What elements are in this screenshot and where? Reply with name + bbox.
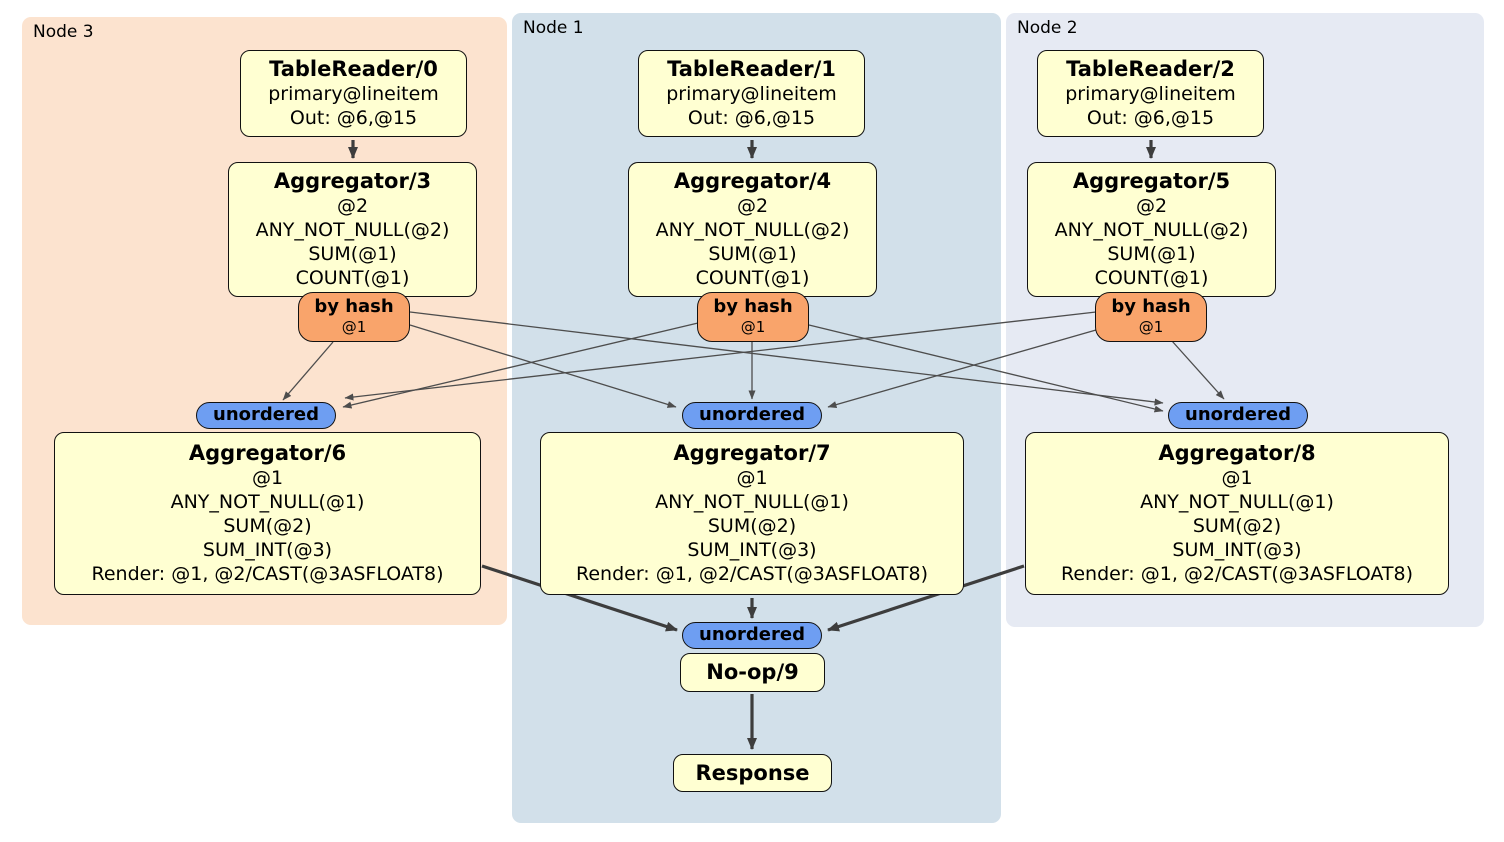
table-reader-2-box: TableReader/2 primary@lineitem Out: @6,@… bbox=[1037, 50, 1264, 137]
box-line: Render: @1, @2/CAST(@3ASFLOAT8) bbox=[91, 563, 444, 585]
router-by-hash-node3: by hash @1 bbox=[298, 292, 410, 342]
box-line: @1 bbox=[1221, 467, 1253, 489]
box-line: COUNT(@1) bbox=[295, 267, 410, 289]
edge-aggregator8-to-final-sync bbox=[827, 564, 1025, 632]
sync-unordered-node2: unordered bbox=[1168, 402, 1308, 429]
box-title: TableReader/1 bbox=[667, 57, 836, 81]
box-title: Aggregator/8 bbox=[1158, 441, 1316, 465]
aggregator-4-box: Aggregator/4 @2 ANY_NOT_NULL(@2) SUM(@1)… bbox=[628, 162, 877, 297]
router-label: by hash bbox=[1111, 296, 1191, 317]
aggregator-3-box: Aggregator/3 @2 ANY_NOT_NULL(@2) SUM(@1)… bbox=[228, 162, 477, 297]
sync-unordered-final: unordered bbox=[682, 622, 822, 649]
sync-label: unordered bbox=[699, 624, 805, 645]
box-line: SUM(@2) bbox=[1192, 515, 1282, 537]
box-title: TableReader/0 bbox=[269, 57, 438, 81]
box-line: Out: @6,@15 bbox=[1086, 107, 1215, 129]
box-line: ANY_NOT_NULL(@1) bbox=[170, 491, 365, 513]
box-line: SUM(@1) bbox=[708, 243, 797, 265]
group-node3-label: Node 3 bbox=[33, 22, 94, 42]
box-line: SUM(@1) bbox=[1107, 243, 1196, 265]
edge-aggregator6-to-final-sync bbox=[481, 564, 678, 632]
edge-router1-to-sync3 bbox=[342, 322, 699, 409]
box-line: ANY_NOT_NULL(@2) bbox=[255, 219, 450, 241]
sync-label: unordered bbox=[213, 404, 319, 425]
box-title: Aggregator/3 bbox=[273, 169, 432, 193]
box-line: primary@lineitem bbox=[1065, 83, 1236, 105]
box-line: Render: @1, @2/CAST(@3ASFLOAT8) bbox=[576, 563, 928, 585]
box-line: ANY_NOT_NULL(@2) bbox=[1054, 219, 1249, 241]
edge-router3-to-sync1 bbox=[409, 324, 677, 408]
box-title: TableReader/2 bbox=[1066, 57, 1235, 81]
group-node1-label: Node 1 bbox=[523, 18, 584, 38]
box-line: @1 bbox=[251, 467, 284, 489]
table-reader-1-box: TableReader/1 primary@lineitem Out: @6,@… bbox=[638, 50, 865, 137]
box-line: Out: @6,@15 bbox=[687, 107, 816, 129]
router-by-hash-node2: by hash @1 bbox=[1095, 292, 1207, 342]
group-node2-label: Node 2 bbox=[1017, 18, 1078, 38]
edge-router1-to-sync2 bbox=[808, 324, 1164, 413]
box-line: @2 bbox=[1135, 195, 1168, 217]
table-reader-0-box: TableReader/0 primary@lineitem Out: @6,@… bbox=[240, 50, 467, 137]
edge-router3-to-sync2 bbox=[409, 311, 1164, 406]
edge-router3-to-sync3 bbox=[282, 341, 334, 401]
sync-unordered-node1: unordered bbox=[682, 402, 822, 429]
box-line: SUM_INT(@3) bbox=[202, 539, 333, 561]
aggregator-6-box: Aggregator/6 @1 ANY_NOT_NULL(@1) SUM(@2)… bbox=[54, 432, 481, 595]
box-line: SUM(@2) bbox=[707, 515, 797, 537]
sync-unordered-node3: unordered bbox=[196, 402, 336, 429]
box-title: Aggregator/4 bbox=[673, 169, 832, 193]
router-detail: @1 bbox=[740, 318, 766, 336]
box-title: Aggregator/5 bbox=[1072, 169, 1231, 193]
edge-router2-to-sync2 bbox=[1171, 340, 1225, 400]
router-label: by hash bbox=[314, 296, 394, 317]
aggregator-8-box: Aggregator/8 @1 ANY_NOT_NULL(@1) SUM(@2)… bbox=[1025, 432, 1449, 595]
router-detail: @1 bbox=[341, 318, 367, 336]
box-line: primary@lineitem bbox=[268, 83, 439, 105]
box-line: SUM_INT(@3) bbox=[687, 539, 817, 561]
response-box: Response bbox=[673, 754, 832, 792]
box-line: Render: @1, @2/CAST(@3ASFLOAT8) bbox=[1061, 563, 1413, 585]
box-line: SUM(@2) bbox=[223, 515, 312, 537]
box-line: SUM(@1) bbox=[308, 243, 397, 265]
router-label: by hash bbox=[713, 296, 793, 317]
router-by-hash-node1: by hash @1 bbox=[697, 292, 809, 342]
edge-router2-to-sync3 bbox=[344, 311, 1097, 401]
box-line: @2 bbox=[736, 195, 769, 217]
box-title: Aggregator/6 bbox=[188, 441, 347, 465]
aggregator-7-box: Aggregator/7 @1 ANY_NOT_NULL(@1) SUM(@2)… bbox=[540, 432, 964, 595]
edge-router2-to-sync1 bbox=[827, 329, 1097, 409]
box-title: Response bbox=[695, 761, 810, 785]
box-line: COUNT(@1) bbox=[695, 267, 810, 289]
box-line: ANY_NOT_NULL(@1) bbox=[1140, 491, 1334, 513]
box-line: SUM_INT(@3) bbox=[1172, 539, 1302, 561]
sync-label: unordered bbox=[1185, 404, 1291, 425]
box-line: ANY_NOT_NULL(@1) bbox=[655, 491, 849, 513]
box-line: COUNT(@1) bbox=[1094, 267, 1209, 289]
aggregator-5-box: Aggregator/5 @2 ANY_NOT_NULL(@2) SUM(@1)… bbox=[1027, 162, 1276, 297]
box-line: ANY_NOT_NULL(@2) bbox=[655, 219, 850, 241]
box-line: Out: @6,@15 bbox=[289, 107, 418, 129]
router-detail: @1 bbox=[1138, 318, 1164, 336]
box-title: No-op/9 bbox=[706, 660, 799, 684]
sync-label: unordered bbox=[699, 404, 805, 425]
box-title: Aggregator/7 bbox=[673, 441, 831, 465]
box-line: @2 bbox=[336, 195, 369, 217]
box-line: primary@lineitem bbox=[666, 83, 837, 105]
box-line: @1 bbox=[736, 467, 768, 489]
noop-9-box: No-op/9 bbox=[680, 653, 825, 692]
